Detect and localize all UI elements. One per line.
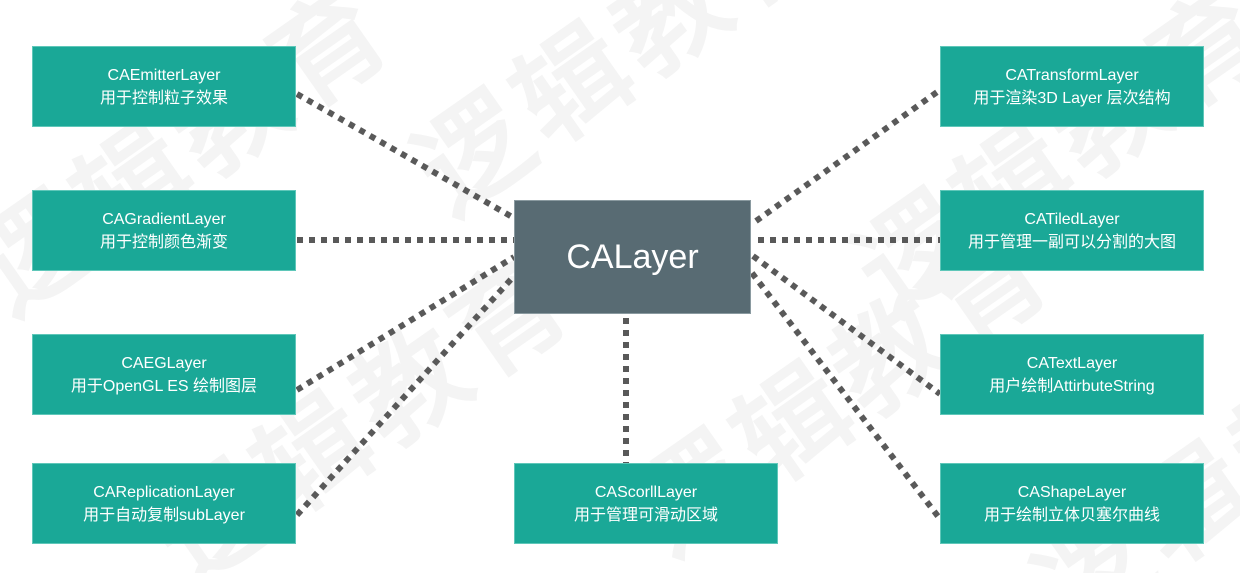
node-desc: 用于控制颜色渐变 [99,233,228,251]
node-desc: 用于绘制立体贝塞尔曲线 [983,506,1160,524]
node-title: CATransformLayer [1005,66,1139,84]
connector-shape [749,271,943,521]
node-catiledlayer: CATiledLayer 用于管理一副可以分割的大图 [940,190,1204,271]
node-caemitterlayer: CAEmitterLayer 用于控制粒子效果 [32,46,296,127]
connector-text [751,253,942,397]
node-caeagllayer: CAEGLayer 用于OpenGL ES 绘制图层 [32,334,296,415]
node-cashapelayer: CAShapeLayer 用于绘制立体贝塞尔曲线 [940,463,1204,544]
node-title: CAReplicationLayer [93,483,235,501]
connector-replication [294,273,517,518]
node-cascrolllayer: CAScorllLayer 用于管理可滑动区域 [514,463,778,544]
node-title: CAGradientLayer [102,210,226,228]
node-title: CAScorllLayer [594,483,698,501]
node-careplicationlayer: CAReplicationLayer 用于自动复制subLayer [32,463,296,544]
connector-transform [754,87,942,224]
node-title: CATiledLayer [1024,210,1120,228]
calayer-label: CALayer [566,237,699,276]
node-desc: 用于管理一副可以分割的大图 [967,233,1176,251]
node-desc: 用于自动复制subLayer [83,506,245,524]
connector-emitter [295,91,516,221]
node-title: CATextLayer [1026,354,1118,372]
node-desc: 用于控制粒子效果 [99,89,228,107]
node-desc: 用于OpenGL ES 绘制图层 [70,377,258,395]
node-desc: 用于渲染3D Layer 层次结构 [973,89,1171,107]
node-title: CAEmitterLayer [107,66,221,84]
connector-eagl [295,254,516,393]
node-desc: 用户绘制AttirbuteString [989,377,1155,395]
node-desc: 用于管理可滑动区域 [573,506,718,524]
node-cagradientlayer: CAGradientLayer 用于控制颜色渐变 [32,190,296,271]
calayer-node: CALayer [514,200,751,314]
node-title: CAEGLayer [121,354,207,372]
node-catransformlayer: CATransformLayer 用于渲染3D Layer 层次结构 [940,46,1204,127]
node-title: CAShapeLayer [1017,483,1127,501]
node-catextlayer: CATextLayer 用户绘制AttirbuteString [940,334,1204,415]
